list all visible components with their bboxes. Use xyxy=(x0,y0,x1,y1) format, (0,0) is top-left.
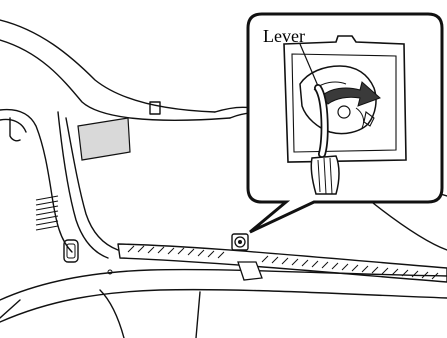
access-cover xyxy=(232,234,248,250)
callout-bubble: Lever xyxy=(248,14,442,232)
lever-label: Lever xyxy=(263,26,305,46)
side-panel-recess xyxy=(78,118,130,160)
latch-block xyxy=(238,262,262,280)
